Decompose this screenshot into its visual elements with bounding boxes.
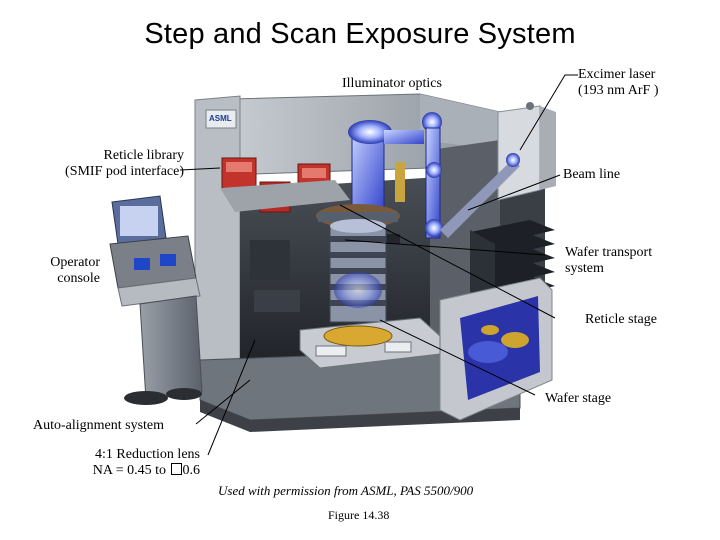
label-wafer-transport-line2: system [565,261,604,276]
label-wafer-stage: Wafer stage [545,391,612,406]
reduction-lens-column [329,219,387,323]
page-title: Step and Scan Exposure System [144,18,576,50]
label-reticle-stage: Reticle stage [585,312,657,327]
label-operator-console-line2: console [57,271,100,286]
label-reduction-lens-line2: NA = 0.45 to 0.6 [40,463,200,479]
label-auto-alignment: Auto-alignment system [33,418,165,433]
label-operator-console: Operator console [20,255,100,287]
label-reticle-library: Reticle library (SMIF pod interface) [40,148,184,180]
label-beam-line: Beam line [563,167,621,182]
missing-glyph-box [170,463,182,475]
label-reduction-lens-na-suffix: 0.6 [182,463,201,478]
label-excimer-laser-line2: (193 nm ArF ) [578,83,659,98]
figure-number: Figure 14.38 [328,508,390,522]
label-excimer-laser: Excimer laser (193 nm ArF ) [578,67,659,99]
label-excimer-laser-line1: Excimer laser [578,67,656,82]
illuminator-optics [348,112,443,239]
label-illuminator-optics: Illuminator optics [342,76,442,91]
operator-console [109,195,203,405]
label-reduction-lens-na-prefix: NA = 0.45 to [92,463,170,478]
label-reticle-library-line2: (SMIF pod interface) [65,164,184,179]
label-reticle-library-line1: Reticle library [103,148,184,163]
label-wafer-transport-line1: Wafer transport [565,245,653,260]
label-reduction-lens: 4:1 Reduction lens NA = 0.45 to 0.6 [40,447,200,479]
label-wafer-transport: Wafer transport system [565,245,652,277]
permission-caption: Used with permission from ASML, PAS 5500… [218,483,474,498]
label-reduction-lens-line1: 4:1 Reduction lens [95,447,200,462]
asml-logo: ASML [209,114,232,123]
leader-lines [179,74,578,456]
label-operator-console-line1: Operator [50,255,100,270]
